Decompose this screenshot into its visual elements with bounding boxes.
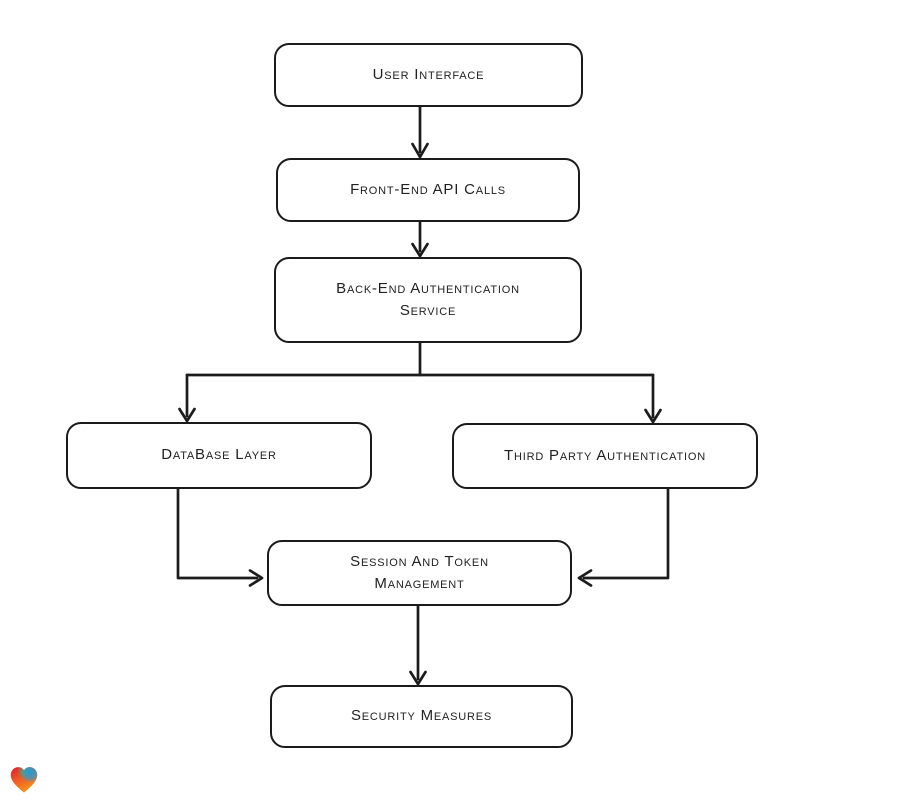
node-label: Security Measures	[350, 707, 493, 725]
edge-database-to-session	[176, 487, 264, 587]
node-session-and-token-management[interactable]: Session And Token Management	[267, 540, 572, 606]
node-third-party-authentication[interactable]: Third Party Authentication	[452, 423, 758, 489]
edge-ui-to-frontend	[411, 105, 429, 159]
node-security-measures[interactable]: Security Measures	[270, 685, 573, 748]
node-back-end-authentication-service[interactable]: Back-End Authentication Service	[274, 257, 582, 343]
node-label: User Interface	[372, 65, 485, 83]
edge-thirdparty-to-session	[577, 487, 670, 587]
edge-frontend-to-backend	[411, 220, 429, 258]
node-label: Front-End API Calls	[350, 180, 506, 198]
edge-session-to-security	[409, 604, 427, 686]
node-label: DataBase Layer	[161, 446, 277, 464]
node-label: Back-End Authentication Service	[336, 279, 520, 320]
node-database-layer[interactable]: DataBase Layer	[66, 422, 372, 489]
node-label: Third Party Authentication	[504, 446, 706, 464]
node-front-end-api-calls[interactable]: Front-End API Calls	[276, 158, 580, 222]
node-user-interface[interactable]: User Interface	[274, 43, 583, 107]
node-label: Session And Token Management	[350, 552, 489, 593]
heart-icon[interactable]	[8, 764, 40, 796]
edge-backend-branch	[178, 341, 662, 424]
